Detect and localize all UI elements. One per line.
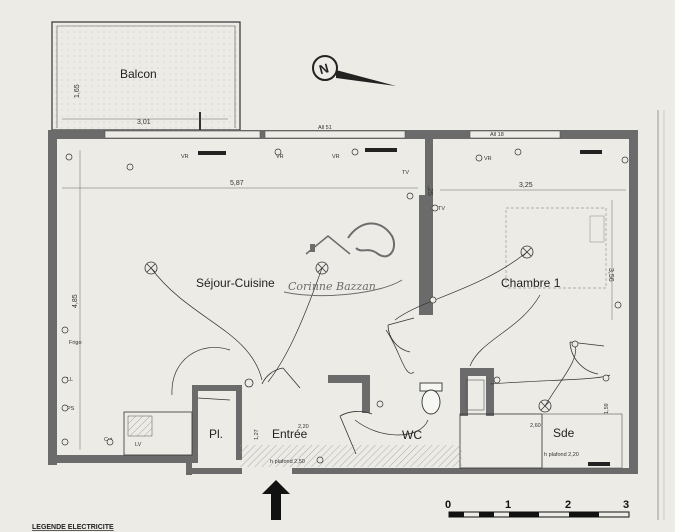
label-ll: LL <box>67 377 73 383</box>
label-frigo: Frigo <box>69 340 82 346</box>
scale-tick-0: 0 <box>445 499 451 511</box>
dim-sejour-depth: 4,85 <box>72 294 79 308</box>
radiator <box>365 148 397 152</box>
dim-entree-depth: 1,27 <box>254 429 260 440</box>
dim-balcon-width: 3,01 <box>137 119 151 126</box>
vanity <box>541 413 623 469</box>
legend-title: LEGENDE ELECTRICITE <box>32 524 114 531</box>
radiator <box>588 462 610 466</box>
scale-tick-3: 3 <box>623 499 629 511</box>
bedside-table <box>589 215 605 243</box>
window-sejour-2 <box>264 130 406 139</box>
socket-icon <box>61 148 629 464</box>
entree-hatch <box>240 445 462 467</box>
compass-icon <box>312 55 396 86</box>
radiator <box>580 150 602 154</box>
room-label-entree: Entrée <box>272 427 308 441</box>
window-chambre <box>469 130 561 139</box>
door <box>197 317 605 455</box>
room-label-placard: Pl. <box>209 427 223 441</box>
ceiling-height-entree: h plafond 2,50 <box>270 459 305 465</box>
room-label-sejour: Séjour-Cuisine <box>196 276 275 290</box>
label-tv: TV <box>438 206 445 212</box>
compass-letter: N <box>317 60 330 77</box>
dim-sejour-width: 5,87 <box>230 180 244 187</box>
window-label-sejour: All 51 <box>318 125 332 131</box>
scale-tick-1: 1 <box>505 499 511 511</box>
dim-balcon-depth: 1,65 <box>74 84 81 98</box>
label-tv: TV <box>402 170 409 176</box>
sink-icon <box>127 415 153 437</box>
ceiling-height-sde: h plafond 2,20 <box>544 452 579 458</box>
window-label-chambre: All 18 <box>490 132 504 138</box>
balcon-area <box>51 21 241 131</box>
label-lv: LV <box>135 442 142 448</box>
room-label-chambre: Chambre 1 <box>501 276 561 290</box>
dim-wall-thickness: ,25 <box>426 186 433 196</box>
label-vr: VR <box>484 156 492 162</box>
dim-sde-width: 2,60 <box>530 423 541 429</box>
toilet-icon <box>419 382 443 415</box>
kitchen-counter <box>123 411 193 456</box>
washing-area <box>465 379 485 411</box>
partition-walls <box>192 139 494 463</box>
dim-chambre-depth: 3,56 <box>607 268 614 282</box>
room-label-sde: Sde <box>553 426 575 440</box>
scale-bar <box>448 511 630 518</box>
scale-tick-2: 2 <box>565 499 571 511</box>
label-vr: VR <box>332 154 340 160</box>
window-sejour <box>104 130 261 139</box>
agency-logo: Corinne Bazzan <box>283 222 403 297</box>
bed-outline <box>505 207 607 289</box>
entrance-arrow-icon <box>262 480 290 520</box>
dim-sde-depth: 1,59 <box>604 403 610 414</box>
radiator <box>198 151 226 155</box>
dim-entree-width: 2,20 <box>298 424 309 430</box>
label-vr: VR <box>181 154 189 160</box>
logo-text: Corinne Bazzan <box>288 280 376 293</box>
room-label-balcon: Balcon <box>120 67 157 81</box>
label-vr: VR <box>276 154 284 160</box>
dim-chambre-width: 3,25 <box>519 182 533 189</box>
room-label-wc: WC <box>402 428 422 442</box>
label-ps: PS <box>67 406 75 412</box>
